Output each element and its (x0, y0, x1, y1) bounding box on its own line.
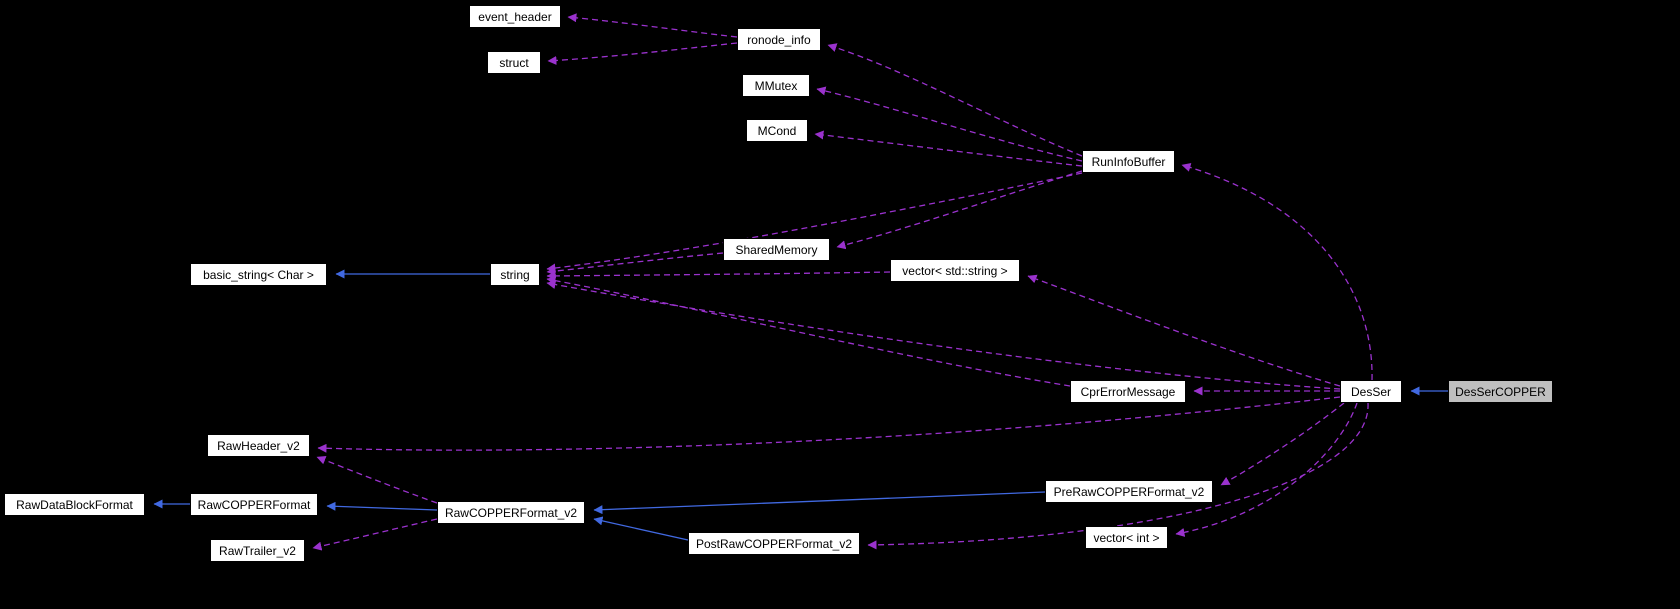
edge-ronode_info-to-struct (547, 42, 738, 65)
node-RawHeader_v2[interactable]: RawHeader_v2 (207, 434, 310, 457)
node-ronode_info[interactable]: ronode_info (737, 28, 821, 51)
edge-RunInfoBuffer-to-ronode_info (827, 43, 1083, 157)
edge-DesSer-to-vector_int (1175, 402, 1358, 537)
edge-DesSer-to-RawHeader_v2 (317, 396, 1341, 453)
node-DesSer[interactable]: DesSer (1340, 380, 1402, 403)
node-vector_int[interactable]: vector< int > (1085, 526, 1168, 549)
edge-RunInfoBuffer-to-SharedMemory (836, 170, 1083, 250)
edge-RawCOPPERFormat_v2-to-RawHeader_v2 (316, 455, 438, 504)
edge-ronode_info-to-event_header (567, 13, 738, 38)
node-label: struct (499, 55, 529, 70)
node-label: RawHeader_v2 (217, 438, 300, 453)
node-RawCOPPERFormat[interactable]: RawCOPPERFormat (190, 493, 318, 516)
node-vector_string[interactable]: vector< std::string > (890, 259, 1020, 282)
node-PreRawCOPPERFormat_v2[interactable]: PreRawCOPPERFormat_v2 (1045, 480, 1213, 503)
node-label: DesSerCOPPER (1455, 384, 1546, 399)
node-label: RawCOPPERFormat (197, 497, 311, 512)
node-struct[interactable]: struct (487, 51, 541, 74)
node-label: RawDataBlockFormat (16, 497, 133, 512)
node-string[interactable]: string (490, 263, 540, 286)
edge-vector_string-to-string (546, 271, 891, 281)
node-label: DesSer (1350, 384, 1391, 399)
node-RunInfoBuffer[interactable]: RunInfoBuffer (1082, 150, 1175, 173)
edge-PostRawCOPPERFormat_v2-to-RawCOPPERFormat_v2 (593, 516, 689, 541)
edge-RunInfoBuffer-to-MMutex (816, 86, 1083, 162)
edge-CprErrorMessage-to-string (546, 276, 1071, 387)
node-RawTrailer_v2[interactable]: RawTrailer_v2 (210, 539, 305, 562)
edge-RawCOPPERFormat_v2-to-RawCOPPERFormat (326, 501, 438, 511)
node-MCond[interactable]: MCond (746, 119, 808, 142)
node-label: MCond (757, 123, 797, 138)
node-label: CprErrorMessage (1080, 384, 1176, 399)
node-SharedMemory[interactable]: SharedMemory (723, 238, 830, 261)
edge-DesSer-to-string (546, 280, 1341, 390)
edges (153, 13, 1448, 551)
node-label: event_header (478, 9, 552, 24)
node-label: RunInfoBuffer (1091, 154, 1166, 169)
edge-DesSer-to-PostRawCOPPERFormat_v2 (867, 402, 1369, 550)
edge-DesSer-to-PreRawCOPPERFormat_v2 (1220, 402, 1345, 486)
node-label: MMutex (754, 78, 798, 93)
node-DesSerCOPPER: DesSerCOPPER (1448, 380, 1553, 403)
edge-SharedMemory-to-string (546, 252, 724, 276)
node-RawCOPPERFormat_v2[interactable]: RawCOPPERFormat_v2 (437, 501, 585, 524)
node-label: SharedMemory (735, 242, 818, 257)
node-label: vector< std::string > (902, 263, 1008, 278)
node-label: ronode_info (747, 32, 811, 47)
edge-PreRawCOPPERFormat_v2-to-RawCOPPERFormat_v2 (593, 491, 1046, 515)
node-label: basic_string< Char > (203, 267, 314, 282)
node-label: vector< int > (1093, 530, 1160, 545)
node-RawDataBlockFormat[interactable]: RawDataBlockFormat (4, 493, 145, 516)
node-label: RawTrailer_v2 (219, 543, 296, 558)
node-basic_string[interactable]: basic_string< Char > (190, 263, 327, 286)
node-event_header[interactable]: event_header (469, 5, 561, 28)
node-PostRawCOPPERFormat_v2[interactable]: PostRawCOPPERFormat_v2 (688, 532, 860, 555)
edge-RawCOPPERFormat_v2-to-RawTrailer_v2 (312, 518, 438, 551)
edge-DesSer-to-vector_string (1027, 274, 1341, 387)
edge-DesSer-to-RunInfoBuffer (1181, 163, 1373, 381)
node-CprErrorMessage[interactable]: CprErrorMessage (1070, 380, 1186, 403)
node-label: string (500, 267, 530, 282)
node-label: PostRawCOPPERFormat_v2 (695, 536, 853, 551)
node-MMutex[interactable]: MMutex (742, 74, 810, 97)
node-label: PreRawCOPPERFormat_v2 (1053, 484, 1205, 499)
edge-RunInfoBuffer-to-string (546, 172, 1083, 273)
node-label: RawCOPPERFormat_v2 (444, 505, 578, 520)
